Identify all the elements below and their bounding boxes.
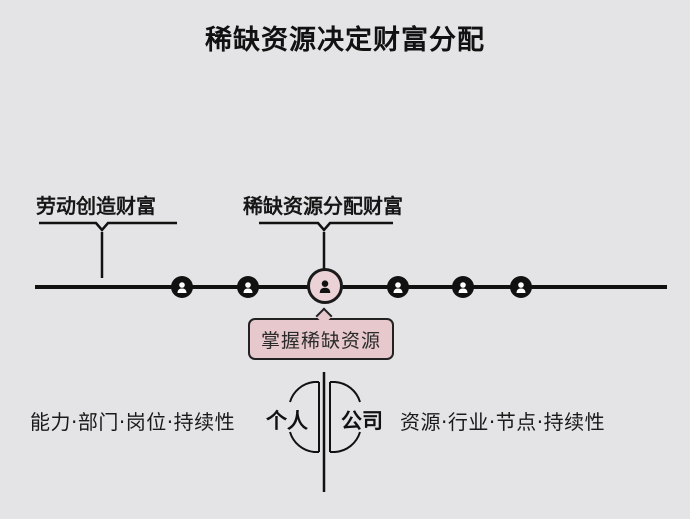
callout-box: 掌握稀缺资源 (248, 318, 394, 360)
center-bracket (259, 221, 393, 270)
company-attributes: 资源·行业·节点·持续性 (400, 410, 606, 434)
person-icon (516, 282, 526, 293)
person-icon (243, 282, 253, 293)
person-icon (393, 282, 403, 293)
person-node (452, 276, 474, 298)
person-node (171, 276, 193, 298)
company-label: 公司 (341, 409, 383, 433)
person-icon (319, 280, 331, 293)
person-icon (458, 282, 468, 293)
callout-text: 掌握稀缺资源 (260, 329, 381, 352)
center-label: 稀缺资源分配财富 (243, 194, 403, 218)
left-label: 劳动创造财富 (36, 194, 156, 218)
person-node (387, 276, 409, 298)
timeline-line (35, 285, 667, 289)
person-icon (177, 282, 187, 293)
split-divider (289, 372, 361, 492)
individual-label: 个人 (266, 409, 308, 433)
individual-attributes: 能力·部门·岗位·持续性 (30, 410, 236, 434)
highlighted-person-node (307, 268, 343, 304)
person-node (510, 276, 532, 298)
person-node (237, 276, 259, 298)
left-bracket (39, 221, 177, 278)
diagram-title: 稀缺资源决定财富分配 (205, 25, 485, 56)
